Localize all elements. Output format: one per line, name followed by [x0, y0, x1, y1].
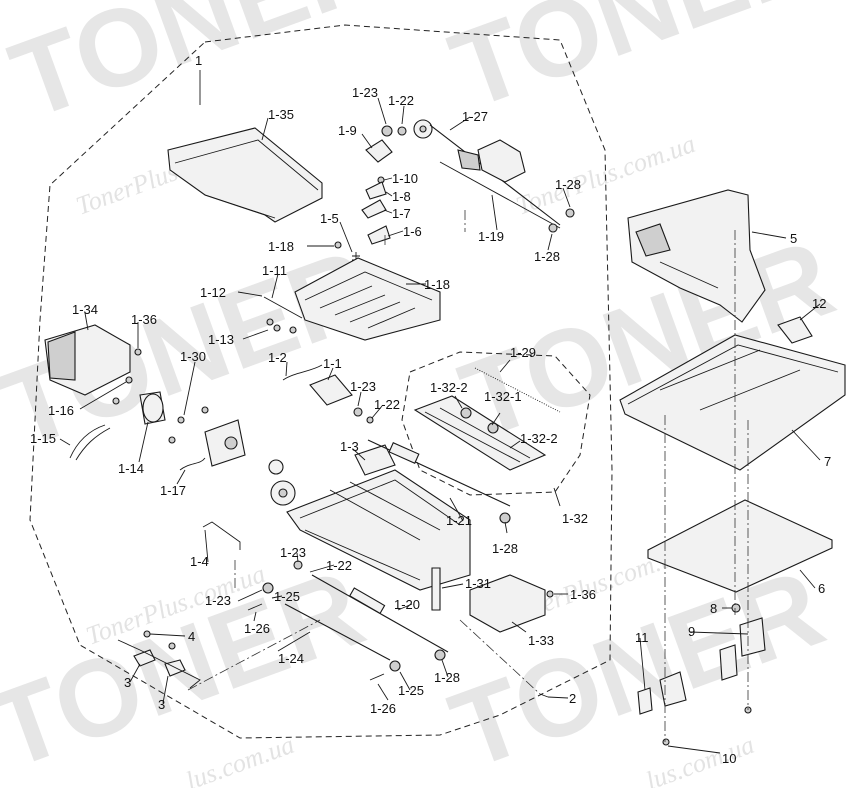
label-12: 12 — [812, 296, 827, 311]
label-5: 5 — [790, 231, 798, 246]
watermark-site-5: lus.com.ua — [182, 730, 298, 788]
label-1-23-d: 1-23 — [205, 593, 232, 608]
label-1-29: 1-29 — [510, 345, 537, 360]
label-1-21: 1-21 — [446, 513, 473, 528]
label-3-a: 3 — [124, 675, 132, 690]
label-1-6: 1-6 — [403, 224, 422, 239]
label-1-7: 1-7 — [392, 206, 411, 221]
label-1-4: 1-4 — [190, 554, 209, 569]
drive-unit-1-30 — [168, 406, 296, 506]
label-1-16: 1-16 — [48, 403, 75, 418]
side-cover-1-34 — [44, 324, 142, 396]
top-cover-1-35 — [167, 127, 323, 223]
board-1-1 — [282, 364, 374, 424]
label-1-28-d: 1-28 — [434, 670, 461, 685]
assembly-boundary — [29, 24, 613, 739]
label-1-22-c: 1-22 — [326, 558, 353, 573]
label-1-31: 1-31 — [465, 576, 492, 591]
bracket-1-4 — [202, 521, 241, 550]
leader-lines — [59, 70, 821, 754]
watermark-brand-5: TONER — [0, 546, 378, 788]
alignment-lines — [187, 210, 749, 742]
label-1-23: 1-23 — [352, 85, 379, 100]
right-cover-5 — [627, 189, 766, 323]
plate-6 — [647, 499, 833, 593]
label-1: 1 — [195, 53, 203, 68]
watermark-brand-2: TONER — [436, 0, 838, 133]
label-1-19: 1-19 — [478, 229, 505, 244]
sub-assembly-1-32 — [413, 367, 561, 471]
label-1-22: 1-22 — [388, 93, 415, 108]
subassembly-1-32-boundary — [401, 351, 591, 496]
label-1-18-a: 1-18 — [268, 239, 295, 254]
label-1-25-b: 1-25 — [398, 683, 425, 698]
label-6: 6 — [818, 581, 826, 596]
label-1-27: 1-27 — [462, 109, 489, 124]
label-1-36-a: 1-36 — [131, 312, 158, 327]
label-1-28-c: 1-28 — [492, 541, 519, 556]
label-2: 2 — [569, 691, 577, 706]
label-1-32: 1-32 — [562, 511, 589, 526]
label-9: 9 — [688, 624, 696, 639]
label-1-26-b: 1-26 — [370, 701, 397, 716]
label-1-1: 1-1 — [323, 356, 342, 371]
watermark-brand-1: TONER — [0, 0, 398, 143]
label-1-36-b: 1-36 — [570, 587, 597, 602]
label-1-15: 1-15 — [30, 431, 57, 446]
label-1-32-2-a: 1-32-2 — [430, 380, 468, 395]
label-1-2: 1-2 — [268, 350, 287, 365]
label-1-30: 1-30 — [180, 349, 207, 364]
rollers — [247, 439, 511, 681]
label-4: 4 — [188, 629, 196, 644]
label-1-3: 1-3 — [340, 439, 359, 454]
label-1-20: 1-20 — [394, 597, 421, 612]
label-10: 10 — [722, 751, 737, 766]
label-1-9: 1-9 — [338, 123, 357, 138]
label-1-24: 1-24 — [278, 651, 305, 666]
label-1-17: 1-17 — [160, 483, 187, 498]
pickup-assembly-1-27 — [381, 119, 575, 233]
label-1-35: 1-35 — [268, 107, 295, 122]
label-1-12: 1-12 — [200, 285, 227, 300]
cover-1-33 — [431, 567, 554, 633]
label-1-5: 1-5 — [320, 211, 339, 226]
label-1-34: 1-34 — [72, 302, 99, 317]
label-8: 8 — [710, 601, 718, 616]
label-1-23-b: 1-23 — [350, 379, 377, 394]
label-1-32-1: 1-32-1 — [484, 389, 522, 404]
watermark-site-6: lus.com.ua — [642, 730, 758, 788]
main-frame — [286, 444, 471, 591]
label-1-8: 1-8 — [392, 189, 411, 204]
label-1-13: 1-13 — [208, 332, 235, 347]
label-1-22-b: 1-22 — [374, 397, 401, 412]
label-1-28-b: 1-28 — [534, 249, 561, 264]
label-7: 7 — [824, 454, 832, 469]
label-1-32-2-b: 1-32-2 — [520, 431, 558, 446]
label-1-23-c: 1-23 — [280, 545, 307, 560]
motor-1-14 — [69, 376, 166, 461]
label-1-28-a: 1-28 — [555, 177, 582, 192]
paper-guide-1-12 — [263, 257, 441, 341]
label-1-25-a: 1-25 — [274, 589, 301, 604]
label-1-26-a: 1-26 — [244, 621, 271, 636]
part-12 — [777, 316, 813, 344]
label-1-18-b: 1-18 — [424, 277, 451, 292]
label-1-11: 1-11 — [262, 263, 288, 278]
label-11: 11 — [635, 630, 649, 645]
brackets-9-11 — [637, 603, 766, 746]
label-1-14: 1-14 — [118, 461, 145, 476]
label-3-b: 3 — [158, 697, 166, 712]
label-1-10: 1-10 — [392, 171, 419, 186]
label-1-33: 1-33 — [528, 633, 555, 648]
